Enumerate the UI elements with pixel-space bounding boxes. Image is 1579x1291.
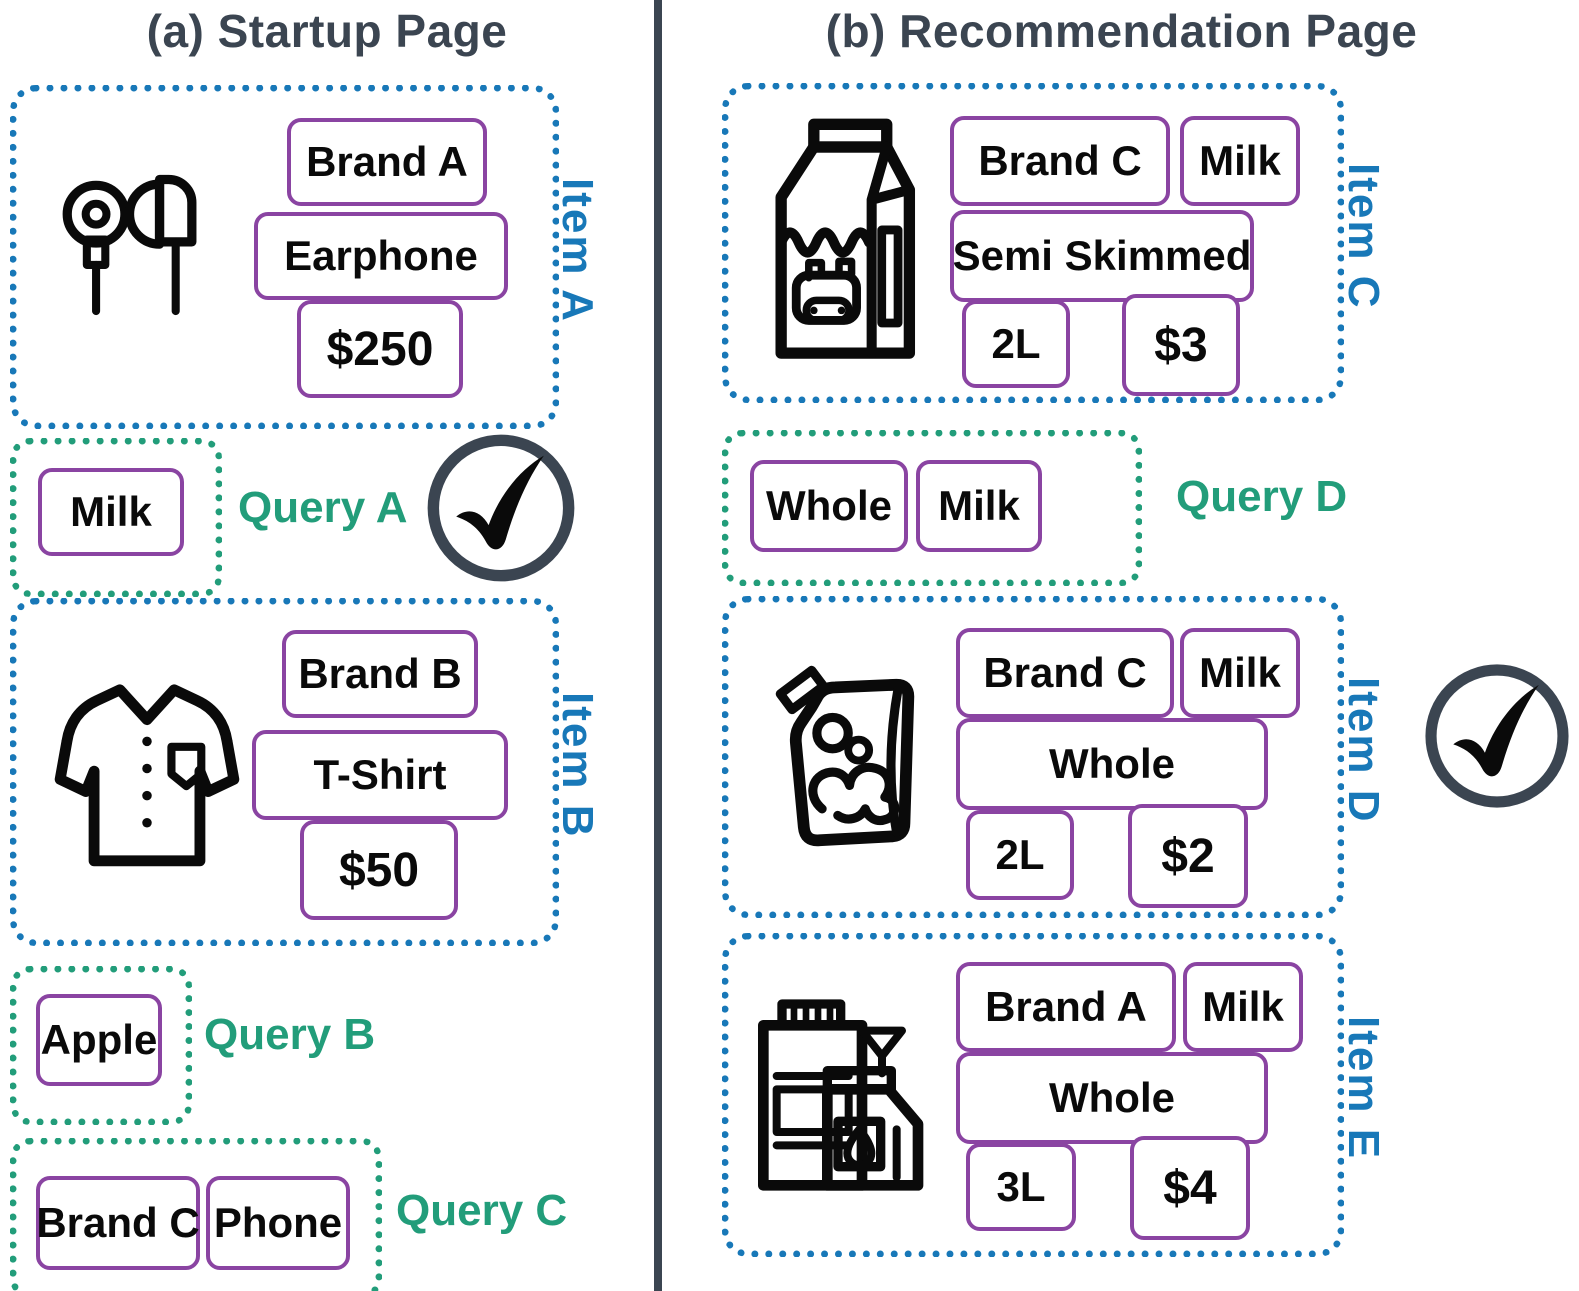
item-a-category-chip: Earphone — [254, 212, 508, 300]
query-d-label: Query D — [1176, 472, 1348, 521]
item-e-category-chip: Milk — [1183, 962, 1303, 1052]
milk-carton-icon — [775, 118, 916, 359]
startup-page-title: (a) Startup Page — [146, 5, 508, 57]
milk-bottles-icon — [758, 999, 924, 1191]
query-c-term1-chip: Brand C — [36, 1176, 200, 1270]
check-circle-icon — [427, 434, 575, 582]
item-d-label: Item D — [1339, 676, 1388, 824]
item-d-variant-chip: Whole — [956, 718, 1268, 810]
item-c-price-chip: $3 — [1122, 294, 1240, 396]
item-b-brand-chip: Brand B — [282, 630, 478, 718]
item-a-price-chip: $250 — [297, 300, 463, 398]
query-a-label: Query A — [238, 483, 408, 532]
item-c-variant-chip: Semi Skimmed — [950, 210, 1254, 302]
item-a-label: Item A — [553, 177, 602, 323]
query-c-label: Query C — [396, 1186, 568, 1235]
query-b-term-chip: Apple — [36, 994, 162, 1086]
query-d-term1-chip: Whole — [750, 460, 908, 552]
recommendation-page-title: (b) Recommendation Page — [825, 5, 1418, 57]
item-e-price-chip: $4 — [1130, 1136, 1250, 1240]
query-a-term-chip: Milk — [38, 468, 184, 556]
shirt-icon — [54, 684, 240, 867]
item-b-price-chip: $50 — [300, 820, 458, 920]
query-b-label: Query B — [204, 1010, 376, 1059]
item-b-label: Item B — [553, 691, 602, 839]
query-d-term2-chip: Milk — [916, 460, 1042, 552]
item-c-label: Item C — [1339, 162, 1388, 310]
item-d-brand-chip: Brand C — [956, 628, 1174, 718]
item-d-volume-chip: 2L — [966, 810, 1074, 900]
milk-pouch-icon — [775, 665, 915, 847]
item-e-brand-chip: Brand A — [956, 962, 1176, 1052]
item-b-category-chip: T-Shirt — [252, 730, 508, 820]
query-c-term2-chip: Phone — [206, 1176, 350, 1270]
earphones-icon — [62, 174, 197, 316]
check-circle-icon — [1425, 664, 1569, 808]
item-c-volume-chip: 2L — [962, 300, 1070, 388]
item-e-label: Item E — [1339, 1015, 1388, 1161]
item-d-category-chip: Milk — [1180, 628, 1300, 718]
panel-divider — [654, 0, 662, 1291]
item-c-brand-chip: Brand C — [950, 116, 1170, 206]
item-e-variant-chip: Whole — [956, 1052, 1268, 1144]
item-d-price-chip: $2 — [1128, 804, 1248, 908]
item-e-volume-chip: 3L — [966, 1143, 1076, 1231]
item-c-category-chip: Milk — [1180, 116, 1300, 206]
item-a-brand-chip: Brand A — [287, 118, 487, 206]
